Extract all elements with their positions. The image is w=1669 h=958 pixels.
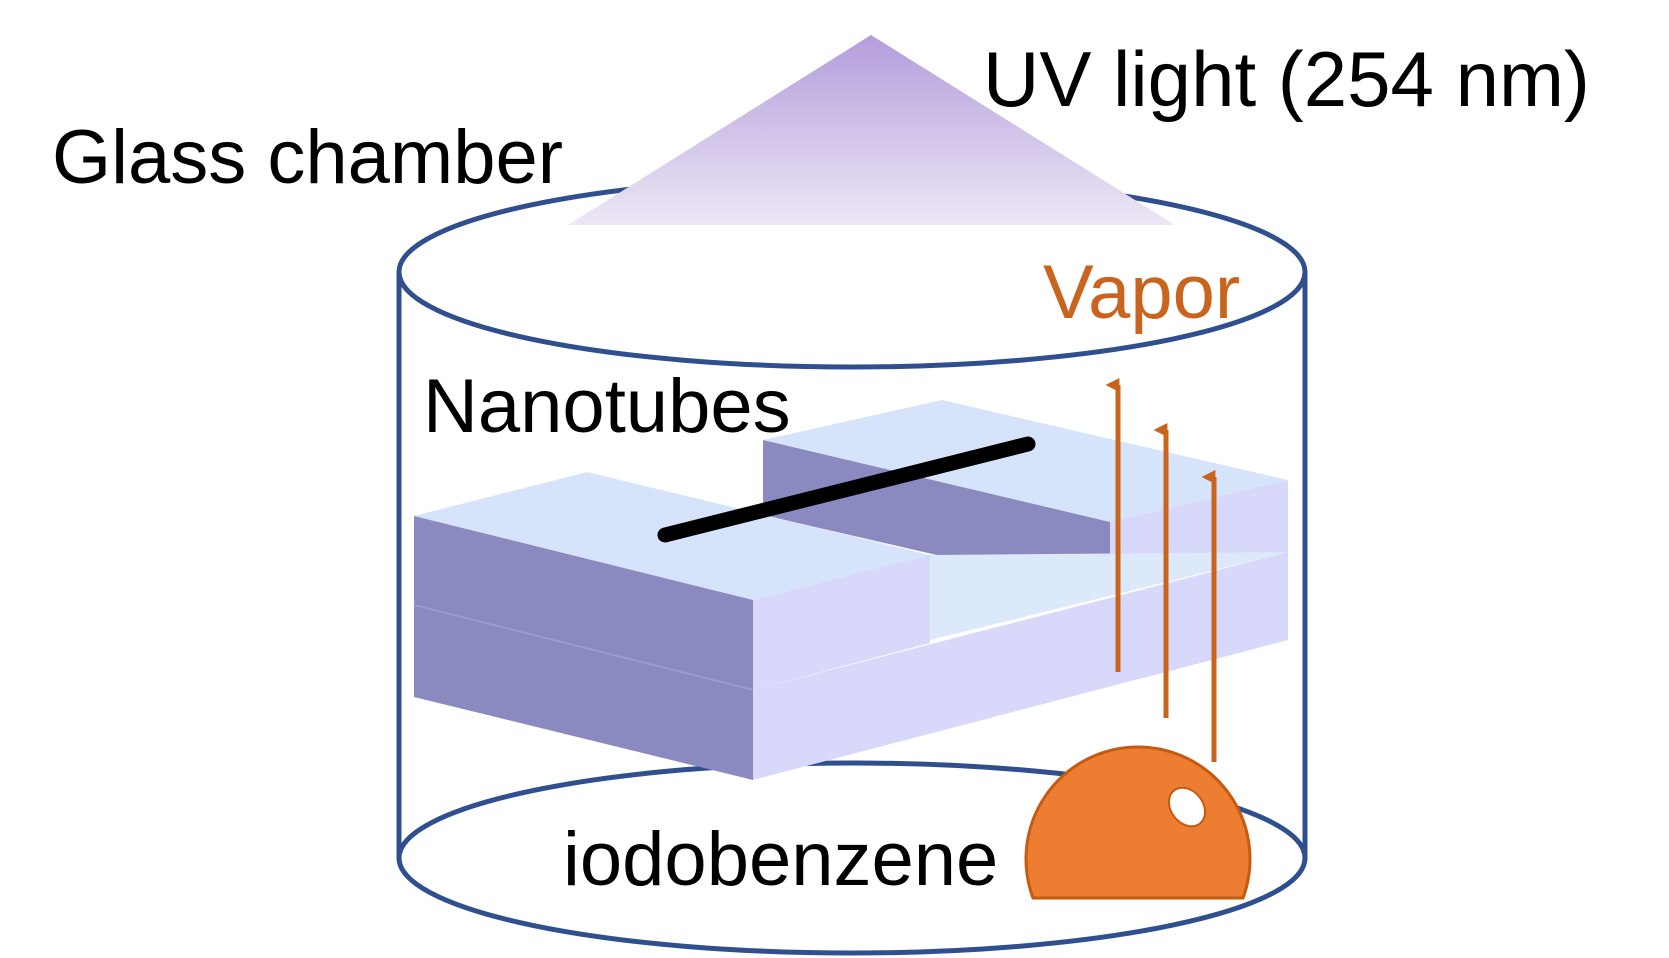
nanotube xyxy=(657,436,1036,543)
iodobenzene-label: iodobenzene xyxy=(563,817,998,902)
glass-chamber-label: Glass chamber xyxy=(52,115,563,200)
droplet-highlight xyxy=(1167,786,1207,828)
uv-light-triangle xyxy=(568,35,1175,225)
substrate-right-block-top xyxy=(763,400,1288,522)
substrate-slab-side xyxy=(753,552,1288,780)
substrate-divider-line xyxy=(413,604,754,691)
substrate-left-block-side xyxy=(753,555,930,690)
nanotubes-label: Nanotubes xyxy=(423,364,791,449)
substrate-slab-front xyxy=(414,605,753,780)
substrate-left-block-front xyxy=(414,516,753,690)
vapor-label: Vapor xyxy=(1043,250,1240,335)
substrate xyxy=(413,400,1288,780)
iodobenzene-droplet xyxy=(1024,745,1252,900)
uv-light-label: UV light (254 nm) xyxy=(983,35,1590,123)
